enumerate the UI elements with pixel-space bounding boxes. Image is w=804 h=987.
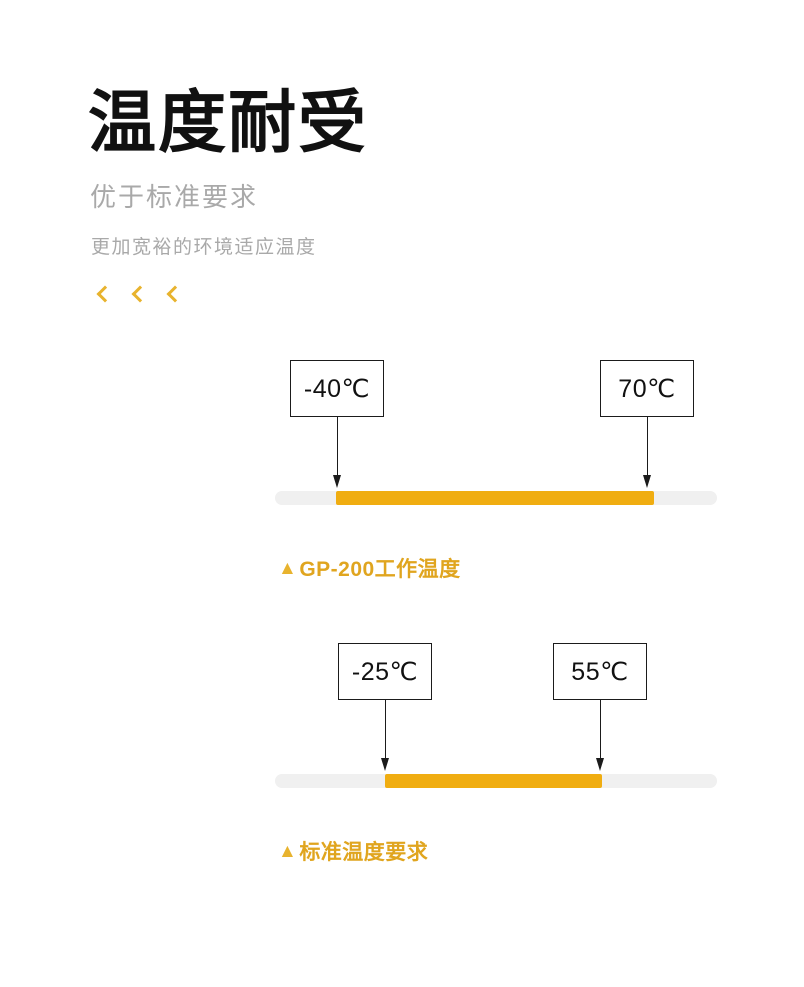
marker-stem [600,700,602,762]
marker-stem [337,417,339,479]
range-marker-min-label: -40℃ [290,360,384,417]
subtitle-primary: 优于标准要求 [90,182,259,213]
chart-caption-label: GP-200工作温度 [299,558,461,581]
chevron-left-icon [96,287,109,300]
arrow-down-icon [642,475,651,488]
chart-caption-label: 标准温度要求 [299,841,429,864]
chevron-left-icon [131,287,144,300]
triangle-up-icon: ▲ [278,840,298,862]
marker-stem [647,417,649,479]
temperature-bar-track [275,774,717,788]
marker-stem [385,700,387,762]
header-block: 温度耐受 优于标准要求 更加宽裕的环境适应温度 [88,85,369,300]
temperature-bar-fill [385,774,602,788]
temperature-bar-fill [336,491,654,505]
range-marker-min-label: -25℃ [338,643,432,700]
range-marker-max-label: 55℃ [553,643,647,700]
chart-caption-standard: ▲ 标准温度要求 [278,836,428,866]
arrow-down-icon [595,758,604,771]
chart-caption-gp200: ▲ GP-200工作温度 [278,553,461,583]
page-title: 温度耐受 [88,85,369,161]
range-marker-max-label: 70℃ [600,360,694,417]
chevron-decoration-group [96,287,368,300]
arrow-down-icon [380,758,389,771]
temperature-bar-track [275,491,717,505]
subtitle-secondary: 更加宽裕的环境适应温度 [91,237,317,259]
chevron-left-icon [166,287,179,300]
arrow-down-icon [332,475,341,488]
triangle-up-icon: ▲ [278,557,298,579]
